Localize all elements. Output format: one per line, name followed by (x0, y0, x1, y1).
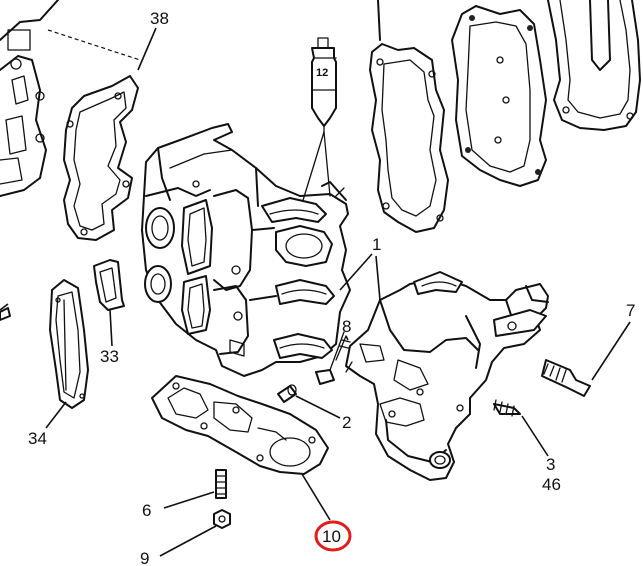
bolt-8 (315, 331, 351, 385)
callout-9: 9 (140, 549, 149, 566)
callout-2: 2 (342, 413, 351, 432)
screw-6 (163, 469, 227, 509)
left-edge-fastener (0, 307, 11, 321)
bolt-7 (541, 321, 631, 397)
callout-3: 3 (546, 455, 555, 474)
cylinder-head-part (0, 0, 141, 197)
callout-7: 7 (626, 301, 635, 320)
callout-38: 38 (150, 9, 169, 28)
exhaust-outer-plate (547, 0, 641, 131)
callout-6: 6 (142, 501, 151, 520)
gasket-38 (63, 75, 139, 241)
stud-3 (493, 399, 549, 457)
callout-33: 33 (100, 347, 119, 366)
cylinder-block (141, 123, 351, 377)
exhaust-cover-plate (451, 5, 547, 187)
callout-1: 1 (372, 235, 381, 254)
callout-8: 8 (342, 317, 351, 336)
gasket-33 (93, 259, 125, 347)
cylinder-gasket-10 (151, 375, 331, 521)
callout-34: 34 (28, 429, 47, 448)
crankcase-half (345, 271, 549, 481)
leader-lines (0, 27, 381, 341)
highlight-ring (314, 520, 352, 552)
callout-46: 46 (542, 475, 561, 494)
bypass-cover-34 (45, 279, 89, 429)
exhaust-gasket (369, 0, 449, 233)
dowel-pin-2 (277, 384, 341, 419)
nut-9 (159, 509, 231, 557)
callout-10: 10 (322, 527, 341, 546)
sealant-tube (299, 37, 337, 211)
callout-12: 12 (316, 67, 328, 79)
